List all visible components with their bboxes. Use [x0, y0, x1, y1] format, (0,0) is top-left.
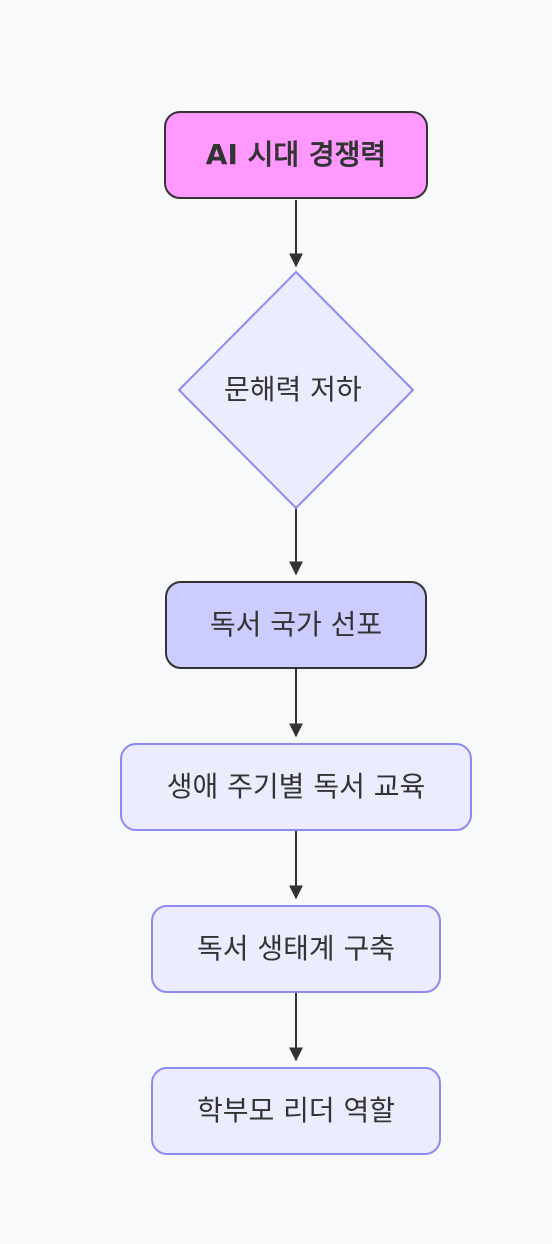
node-reading-nation-label: 독서 국가 선포: [209, 608, 383, 641]
node-lifecycle-edu-label: 생애 주기별 독서 교육: [166, 770, 426, 803]
node-parent-leader: 학부모 리더 역할: [151, 1067, 441, 1155]
node-literacy-diamond: [177, 270, 415, 510]
node-ai-era: AI 시대 경쟁력: [164, 111, 428, 199]
node-ai-era-label: AI 시대 경쟁력: [205, 138, 387, 171]
node-parent-leader-label: 학부모 리더 역할: [196, 1094, 396, 1127]
node-literacy-label: 문해력 저하: [224, 373, 362, 406]
node-lifecycle-edu: 생애 주기별 독서 교육: [120, 743, 472, 831]
node-ecosystem-label: 독서 생태계 구축: [196, 932, 396, 965]
node-reading-nation: 독서 국가 선포: [165, 581, 427, 669]
node-ecosystem: 독서 생태계 구축: [151, 905, 441, 993]
